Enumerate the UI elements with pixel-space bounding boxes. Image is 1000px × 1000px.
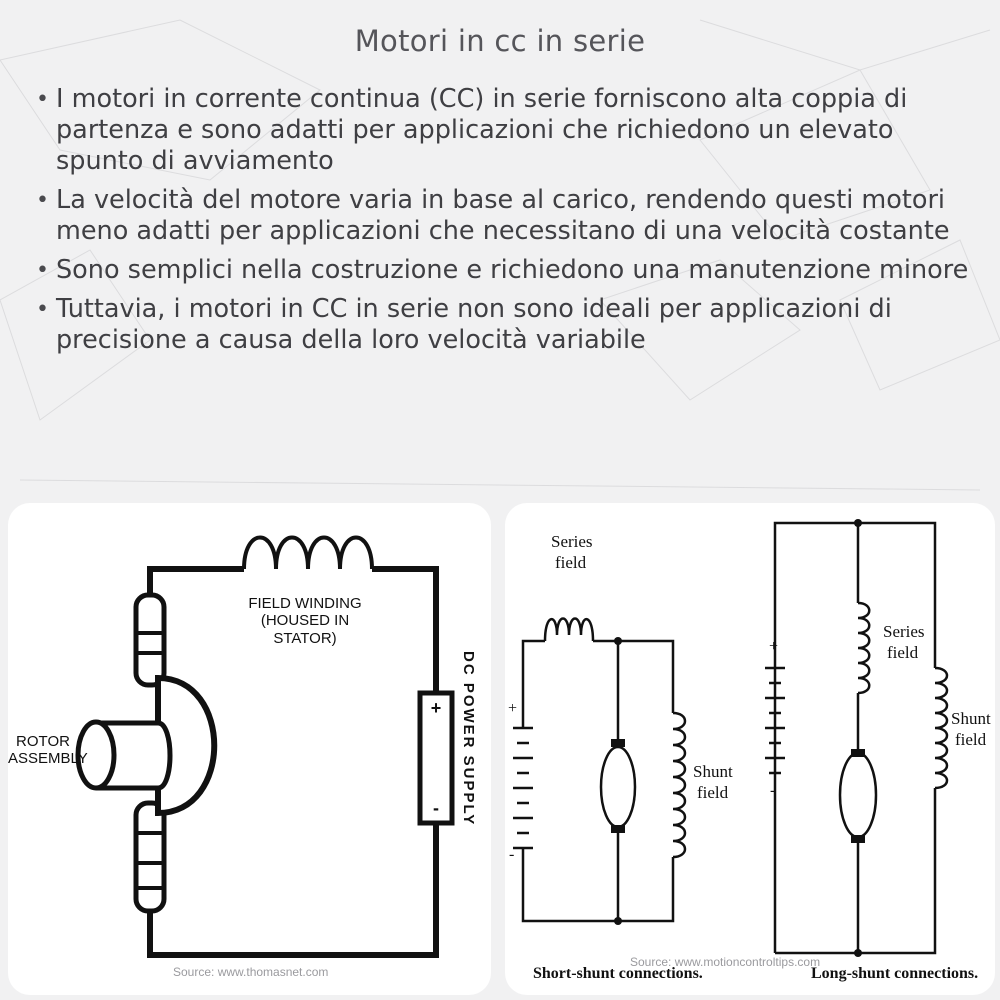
field-winding-label-line2: (HOUSED IN STATOR) — [260, 612, 350, 647]
field-winding-label: FIELD WINDING (HOUSED IN STATOR) — [230, 595, 380, 647]
series-field-label-long-line1: Series — [883, 622, 925, 641]
shunt-field-label-short: Shunt field — [693, 761, 733, 804]
shunt-field-label-short-line2: field — [697, 783, 729, 803]
battery-long — [765, 666, 785, 775]
compound-motor-diagram-panel: Series field Shunt field Series field Sh… — [505, 503, 995, 995]
field-winding-label-line1: FIELD WINDING — [248, 595, 362, 612]
shunt-field-coil-short — [672, 711, 687, 859]
circuit-wire — [773, 521, 937, 953]
circuit-wire — [147, 823, 439, 958]
series-motor-diagram — [75, 535, 455, 958]
rotor-shaft-end — [75, 719, 117, 791]
series-field-label-long: Series field — [883, 621, 925, 664]
minus-sign-short: - — [509, 846, 515, 863]
bullet-item: Tuttavia, i motori in CC in serie non so… — [36, 294, 976, 356]
series-motor-diagram-panel: FIELD WINDING (HOUSED IN STATOR) ROTOR A… — [8, 503, 491, 995]
minus-sign: - — [433, 798, 439, 818]
page-title: Motori in cc in serie — [354, 24, 646, 58]
bullet-item: I motori in corrente continua (CC) in se… — [36, 84, 976, 177]
bullet-list: I motori in corrente continua (CC) in se… — [36, 84, 976, 364]
shunt-field-label-long-line1: Shunt — [951, 709, 991, 728]
bullet-item: La velocità del motore varia in base al … — [36, 185, 976, 247]
rotor-assembly-label: ROTOR ASSEMBLY — [8, 733, 88, 768]
shunt-field-label-long: Shunt field — [951, 708, 991, 751]
stator-bottom — [133, 800, 167, 914]
plus-sign-short: + — [508, 700, 518, 717]
minus-sign-long: - — [770, 782, 776, 799]
rotor-label-line1: ROTOR — [16, 733, 70, 750]
shunt-field-label-long-line2: field — [955, 730, 987, 750]
bullet-item: Sono semplici nella costruzione e richie… — [36, 255, 976, 286]
motor-armature-long — [838, 751, 878, 839]
plus-sign-long: + — [769, 638, 779, 655]
rotor-label-line2: ASSEMBLY — [8, 750, 88, 768]
shunt-field-coil-long — [934, 666, 949, 790]
series-field-label-long-line2: field — [887, 643, 919, 663]
shunt-field-label-short-line1: Shunt — [693, 762, 733, 781]
circuit-wire — [593, 639, 675, 713]
field-winding-coil — [242, 535, 374, 570]
dc-power-supply-box — [417, 690, 455, 826]
stator-top — [133, 592, 167, 688]
plus-sign: + — [430, 698, 442, 718]
dc-power-supply-label: DC POWER SUPPLY — [460, 651, 477, 827]
series-field-label-short: Series field — [551, 531, 593, 574]
source-motioncontroltips: Source: www.motioncontroltips.com — [630, 955, 821, 969]
rotor-housing — [155, 674, 218, 817]
source-thomasnet: Source: www.thomasnet.com — [173, 965, 329, 979]
series-field-label-short-line2: field — [555, 553, 587, 573]
compound-connections-diagram — [513, 519, 949, 957]
motor-armature-short — [599, 745, 637, 829]
series-field-label-short-line1: Series — [551, 532, 593, 551]
series-field-coil-short — [543, 617, 595, 642]
caption-long-shunt: Long-shunt connections. — [811, 965, 979, 982]
battery-short — [513, 726, 533, 850]
series-field-coil-long — [857, 601, 871, 695]
circuit-wire — [521, 639, 545, 718]
caption-short-shunt: Short-shunt connections. — [533, 965, 703, 982]
rotor-shaft — [96, 720, 173, 791]
